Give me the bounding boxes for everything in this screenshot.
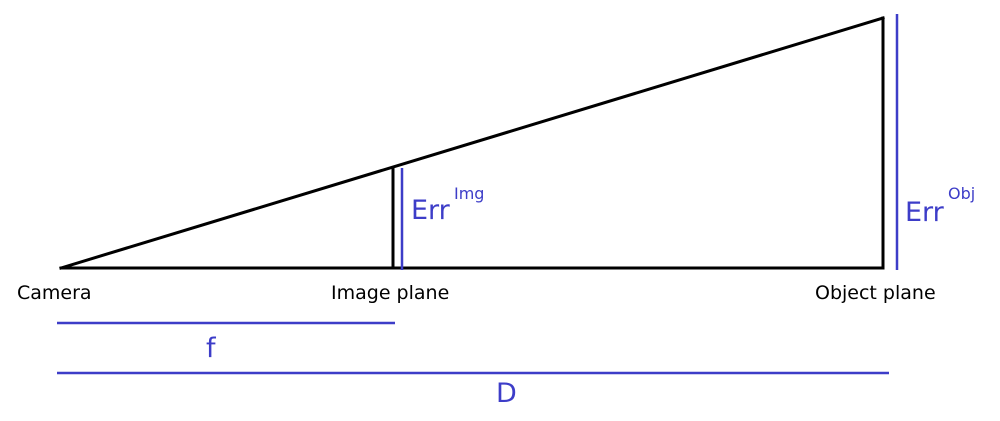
err-img-superscript: Img xyxy=(454,184,484,203)
hypotenuse-ray xyxy=(59,16,885,270)
err-obj-base: Err xyxy=(905,197,945,228)
distance-label: D xyxy=(496,378,517,409)
camera-label: Camera xyxy=(17,282,92,304)
focal-length-label: f xyxy=(206,333,217,364)
err-obj-label: Err xyxy=(905,197,945,228)
image-plane-label: Image plane xyxy=(331,282,449,304)
err-img-base: Err xyxy=(411,195,451,226)
err-img-label: Err xyxy=(411,195,451,226)
triangle-geometry xyxy=(59,16,885,270)
object-plane-label: Object plane xyxy=(815,282,936,304)
err-obj-superscript: Obj xyxy=(948,184,975,203)
annotation-lines xyxy=(57,14,899,375)
